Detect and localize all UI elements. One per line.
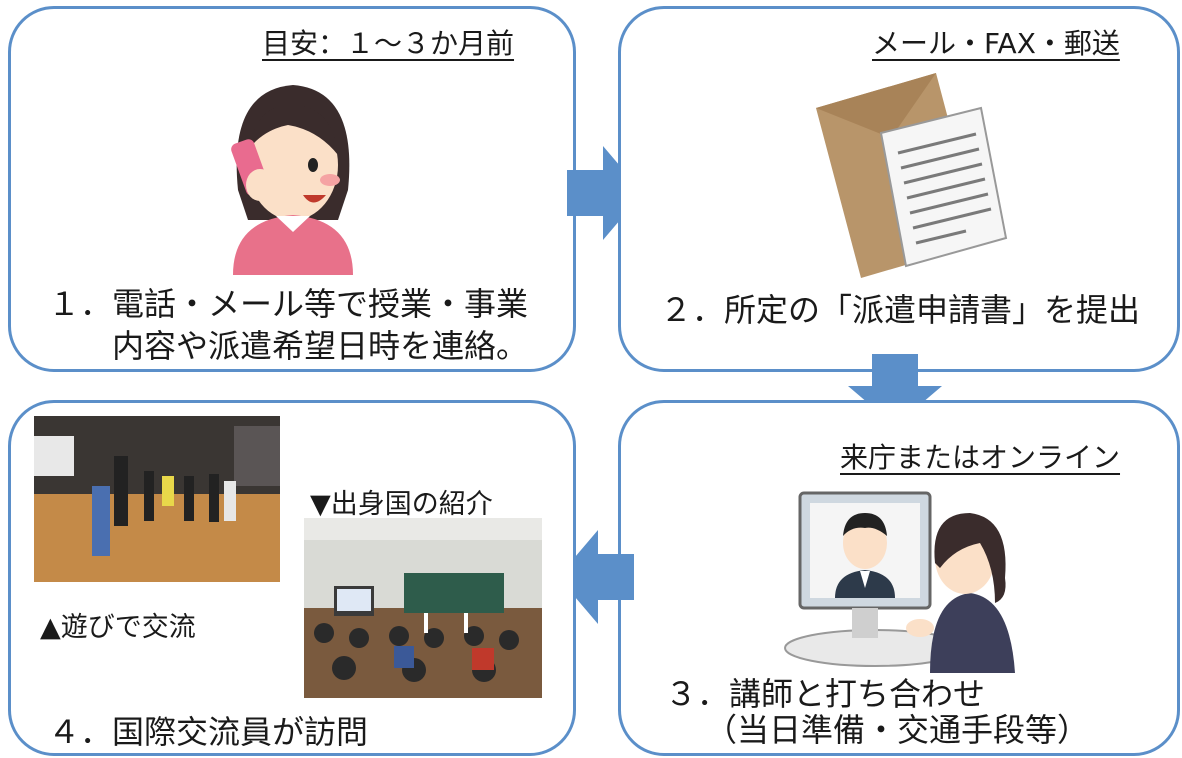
video-call-icon — [780, 488, 1020, 673]
woman-on-phone-icon — [218, 70, 368, 275]
step2-method-tag: メール・FAX・郵送 — [872, 27, 1120, 60]
arrow-right-icon — [567, 146, 643, 240]
arrow-down-icon — [848, 354, 942, 426]
photo1-caption: ▲遊びで交流 — [40, 612, 196, 643]
photo2-caption: ▼出身国の紹介 — [310, 489, 493, 520]
step1-text-line2: 内容や派遣希望日時を連絡。 — [112, 327, 529, 365]
envelope-document-icon — [806, 68, 1016, 283]
step4-text-line1: ４．国際交流員が訪問 — [48, 713, 369, 751]
step1-text-line1: １．電話・メール等で授業・事業 — [48, 285, 529, 323]
step3-text-line1: ３．講師と打ち合わせ — [665, 675, 986, 713]
step3-method-tag: 来庁またはオンライン — [840, 441, 1121, 474]
step2-text-line1: ２．所定の「派遣申請書」を提出 — [660, 291, 1141, 329]
arrow-left-icon — [558, 530, 634, 624]
gym-game-photo — [34, 416, 280, 582]
classroom-presentation-photo — [304, 518, 542, 698]
step1-timing-tag: 目安：１～３か月前 — [262, 27, 515, 60]
step3-text-line2: （当日準備・交通手段等） — [705, 711, 1090, 749]
